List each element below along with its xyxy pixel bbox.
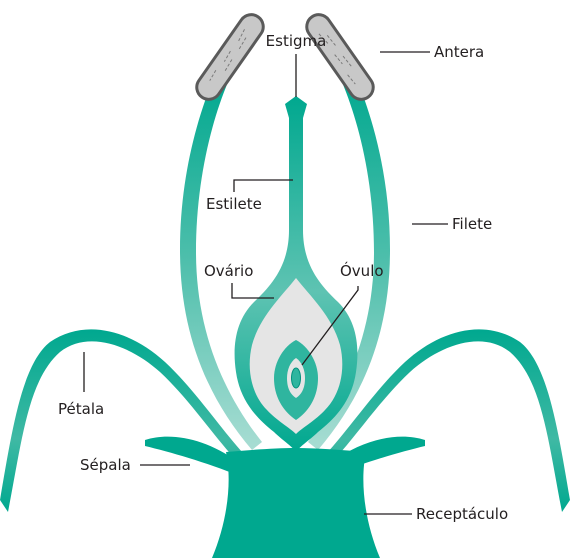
label-petala: Pétala <box>58 400 104 418</box>
anther-left <box>192 10 268 104</box>
label-antera: Antera <box>434 43 484 61</box>
label-filete: Filete <box>452 215 492 233</box>
anther-right <box>302 10 378 104</box>
ovule-nucleus <box>292 368 301 388</box>
label-ovulo: Óvulo <box>340 261 384 280</box>
label-estilete: Estilete <box>206 195 262 213</box>
label-sepala: Sépala <box>80 456 131 474</box>
leader-estilete <box>234 180 293 192</box>
label-receptaculo: Receptáculo <box>416 505 508 523</box>
receptacle <box>212 448 380 558</box>
label-estigma: Estigma <box>266 32 327 50</box>
label-ovario: Ovário <box>204 262 253 280</box>
